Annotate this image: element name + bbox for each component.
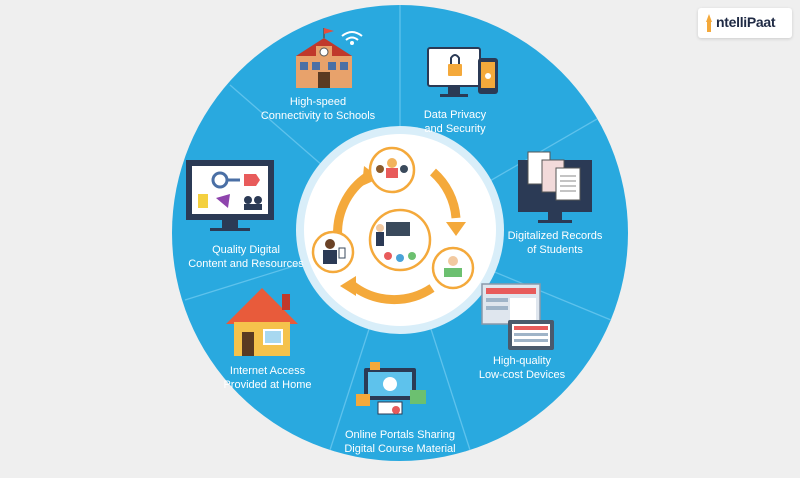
brand-logo: ntelliPaat: [698, 8, 792, 38]
digital-records-icon: [518, 151, 592, 223]
online-portal-icon: [356, 362, 426, 415]
student-reading-icon: [431, 246, 475, 290]
privacy-lock-icon: [427, 47, 498, 97]
home-internet-icon: [226, 288, 298, 356]
school-wifi-icon: [296, 28, 363, 88]
logo-mark-icon: [706, 14, 712, 32]
brand-name: ntelliPaat: [716, 14, 776, 30]
group-of-students-icon: [368, 146, 416, 194]
instructor-icon: [311, 230, 355, 274]
low-cost-devices-icon: [481, 283, 554, 350]
digital-content-icon: [186, 160, 274, 231]
teacher-at-board-icon: [368, 208, 432, 272]
